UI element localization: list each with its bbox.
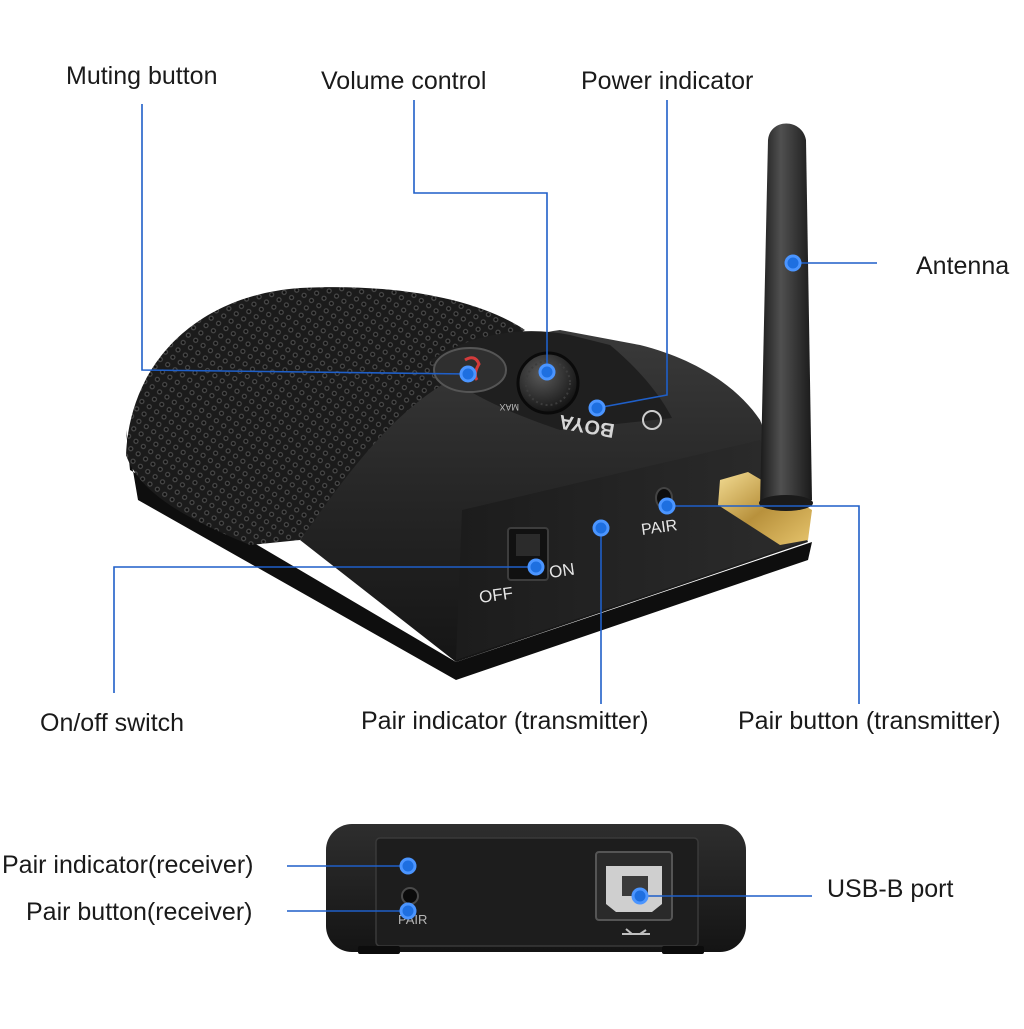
switch-toggle[interactable] [516,534,540,556]
marker-pair-indicator-receiver [399,857,417,875]
marker-usb-b-port [631,887,649,905]
marker-antenna [784,254,802,272]
leader-lines [113,100,877,912]
marker-pair-button-receiver [399,902,417,920]
pair-marking: PAIR [640,517,678,539]
label-pair-button-receiver: Pair button(receiver) [26,898,253,926]
label-pair-button-transmitter: Pair button (transmitter) [738,707,1001,735]
usb-icon [622,928,650,935]
marker-on-off-switch [527,558,545,576]
label-power-indicator: Power indicator [581,67,754,95]
receiver-foot-right [662,946,704,954]
leader-muting-button [141,104,469,375]
label-usb-b-port: USB-B port [827,875,954,903]
label-muting-button: Muting button [66,62,218,90]
boya-logo-icon [642,410,662,430]
on-marking: ON [548,560,576,582]
label-on-off-switch: On/off switch [40,709,185,737]
antenna-base [759,495,813,511]
marker-pair-button-transmitter [658,497,676,515]
leader-volume-control [413,100,548,372]
receiver-unit: PAIR [326,824,746,954]
volume-knob-grip [525,360,571,406]
transmitter-unit: MAX BOYA OFF ON PAIR [126,123,813,680]
marker-volume-control [538,363,556,381]
callout-markers [399,254,802,920]
max-marking: MAX [499,402,519,412]
antenna-connector [718,472,812,545]
marker-pair-indicator-transmitter [592,519,610,537]
transmitter-base [126,430,812,680]
marker-muting-button [459,365,477,383]
marker-power-indicator [588,399,606,417]
receiver-foot-left [358,946,400,954]
label-pair-indicator-transmitter: Pair indicator (transmitter) [361,707,649,735]
leader-pair-button-transmitter [667,505,860,704]
label-volume-control: Volume control [321,67,487,95]
mesh-grille [126,287,525,545]
volume-knob[interactable] [516,351,580,415]
off-marking: OFF [478,583,514,607]
pair-button-receiver[interactable] [401,887,419,905]
leader-power-indicator [596,100,668,409]
label-pair-indicator-receiver: Pair indicator(receiver) [2,851,254,879]
leader-on-off-switch [113,566,536,693]
label-antenna: Antenna [916,252,1010,280]
antenna [760,123,812,505]
